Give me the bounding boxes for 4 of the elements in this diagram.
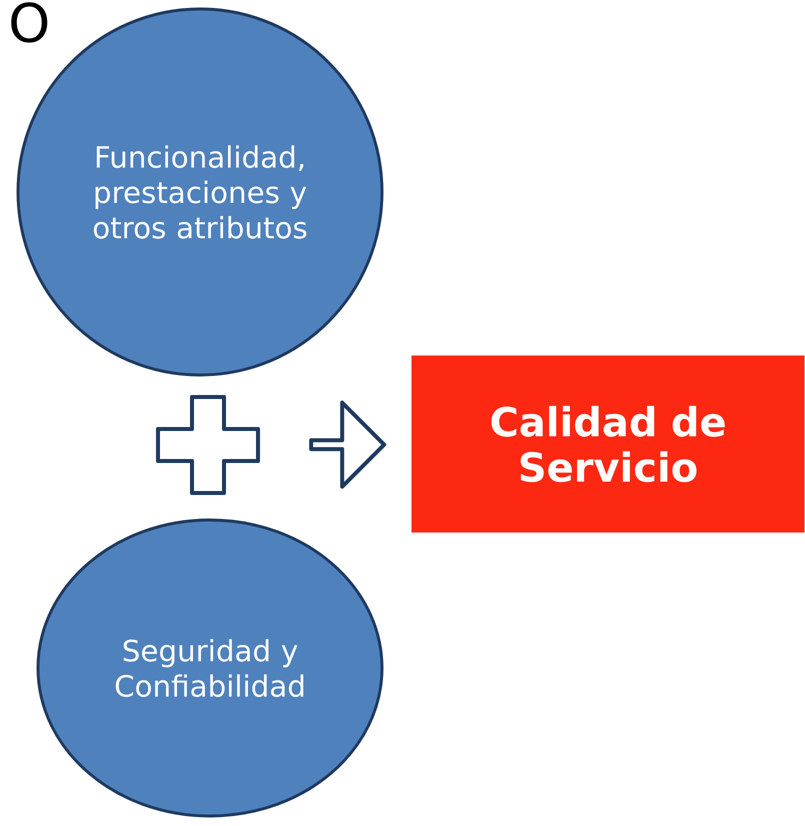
circle-node: Seguridad y Confiabilidad <box>36 518 384 818</box>
block-arrow <box>309 400 386 489</box>
result-box: Calidad de Servicio <box>412 356 804 532</box>
plus-sign <box>156 395 260 495</box>
